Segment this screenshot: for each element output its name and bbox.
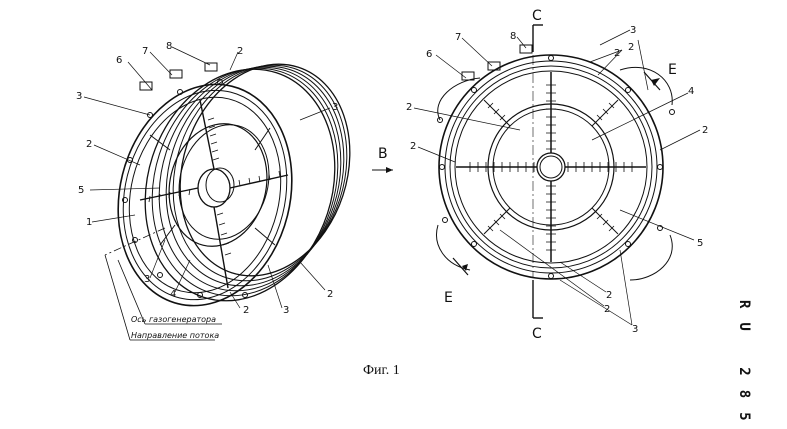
callout-3-right-bottom: 3 [632,324,638,335]
callout-7-left: 7 [142,46,148,57]
callout-2-left-c: 2 [327,289,333,300]
section-label-c-top: C [532,8,542,24]
callout-4-left: 4 [170,289,176,300]
callout-2-right-c: 2 [606,290,612,301]
axis-caption: Ось газогенератора [131,315,216,324]
callout-8-right: 8 [510,31,516,42]
view-label-b: B [378,146,388,162]
view-arrow-b [372,167,393,173]
callout-2-left-top: 2 [237,46,243,57]
callout-2-right-side: 2 [702,125,708,136]
flow-caption: Направление потока [131,331,219,340]
callout-2-left-a: 2 [86,139,92,150]
callout-3-left-b: 3 [144,274,150,285]
isometric-view [83,46,351,341]
callout-3-left-c: 3 [283,305,289,316]
callout-3-right-top: 3 [630,25,636,36]
callout-2-right-d: 2 [604,304,610,315]
patent-number: RU 285 [736,300,752,429]
callout-7-right: 7 [455,32,461,43]
callout-6-right: 6 [426,49,432,60]
callout-8-left: 8 [166,41,172,52]
callout-2-right-a: 2 [406,102,412,113]
callout-2-right-b: 2 [410,141,416,152]
section-label-c-bottom: C [532,326,542,342]
view-label-e-top: E [668,62,677,78]
callout-1-left: 1 [86,217,92,228]
callout-3-left-d: 3 [332,102,338,113]
callout-3-left-a: 3 [76,91,82,102]
callout-4-right: 4 [688,86,694,97]
callout-5-left: 5 [78,185,84,196]
callout-6-left: 6 [116,55,122,66]
callout-2-right-top-b: 2 [614,48,620,59]
view-label-e-bottom: E [444,290,453,306]
callout-2-left-b: 2 [243,305,249,316]
callout-2-right-top-a: 2 [628,42,634,53]
figure-caption: Фиг. 1 [363,363,400,378]
front-view [413,24,701,326]
callout-5-right: 5 [697,238,703,249]
